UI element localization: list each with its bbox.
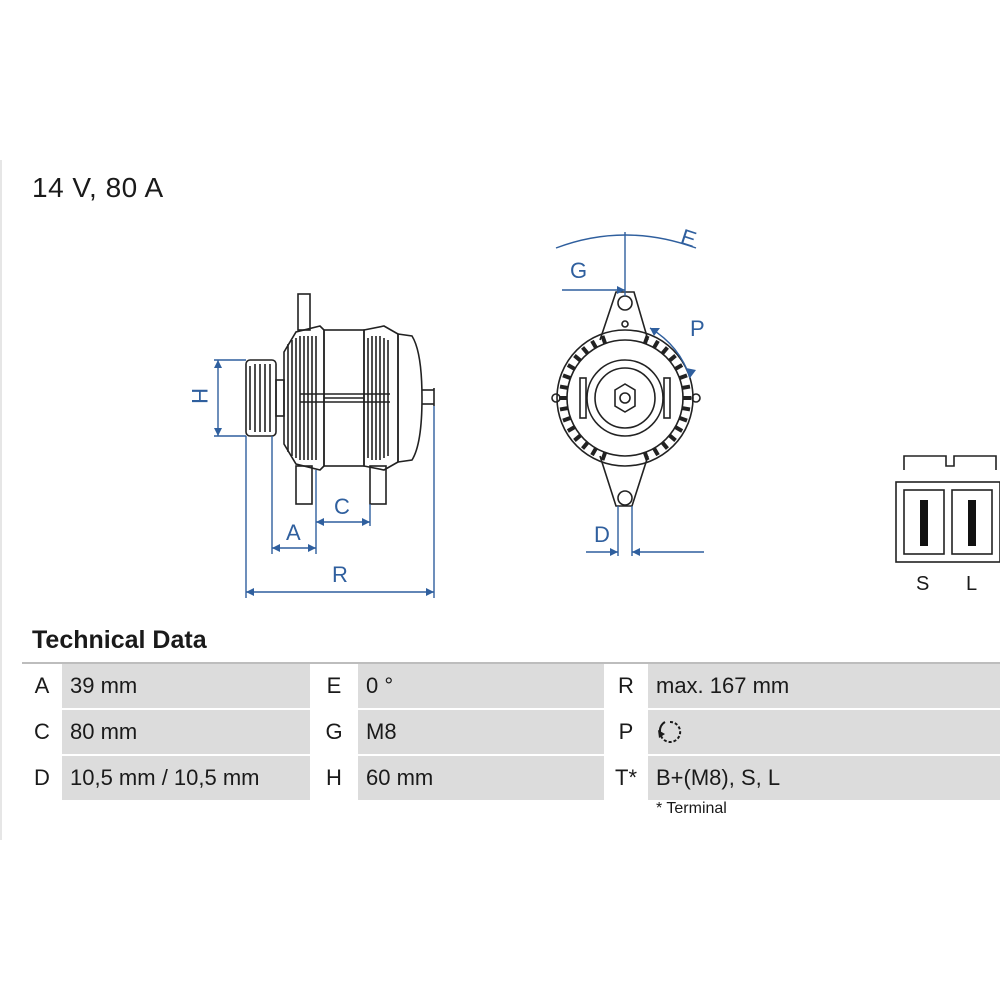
vent-slot <box>668 433 677 442</box>
spec-key: G <box>310 710 358 754</box>
spec-key: P <box>604 710 648 754</box>
spec-value: 60 mm <box>358 756 604 800</box>
vent-slot <box>600 451 608 461</box>
vent-slot <box>581 441 590 450</box>
spec-value-rotation <box>648 710 1000 754</box>
dimension-label-e: E <box>678 224 700 252</box>
vent-slot <box>573 354 582 363</box>
side-view-dimensions <box>214 359 435 598</box>
technical-data-table: A 39 mm E 0 ° R max. 167 mm C 80 mm G M8… <box>22 662 1000 802</box>
vent-slot <box>668 354 677 363</box>
terminal-s-pin <box>920 500 928 546</box>
vent-slot <box>562 373 572 381</box>
table-row: A 39 mm E 0 ° R max. 167 mm <box>22 664 1000 710</box>
vent-slot <box>652 447 660 457</box>
spec-key: C <box>22 710 62 754</box>
alternator-side-view <box>245 293 435 505</box>
vent-slot <box>678 415 688 423</box>
terminal-footnote: * Terminal <box>656 800 727 817</box>
vent-slot <box>590 447 598 457</box>
spec-key: H <box>310 756 358 800</box>
vent-slot <box>652 339 660 349</box>
dimension-label-r: R <box>332 562 348 587</box>
spec-key: A <box>22 664 62 708</box>
pulley <box>245 359 285 437</box>
dimension-label-p: P <box>690 316 705 341</box>
front-view-vent-slots <box>559 335 691 461</box>
spec-value: 80 mm <box>62 710 310 754</box>
spec-key: T* <box>604 756 648 800</box>
spec-value: 0 ° <box>358 664 604 708</box>
vent-slot <box>559 384 569 390</box>
alternator-technical-drawing: H A C R <box>187 224 1000 598</box>
terminal-connector <box>895 455 1000 563</box>
table-row: D 10,5 mm / 10,5 mm H 60 mm T* B+(M8), S… <box>22 756 1000 802</box>
vent-slot <box>660 441 669 450</box>
vent-slot <box>681 406 691 412</box>
spec-key: E <box>310 664 358 708</box>
spec-value: B+(M8), S, L <box>648 756 1000 800</box>
vent-slot <box>581 346 590 355</box>
dimension-label-a: A <box>286 520 301 545</box>
clockwise-rotation-icon <box>658 720 682 743</box>
spec-value: 10,5 mm / 10,5 mm <box>62 756 310 800</box>
dimension-label-c: C <box>334 494 350 519</box>
vent-slot <box>660 346 669 355</box>
vent-slot <box>642 451 650 461</box>
vent-slot <box>642 335 650 345</box>
spec-key: D <box>22 756 62 800</box>
vent-slot <box>678 373 688 381</box>
dimension-label-h: H <box>187 388 212 404</box>
technical-data-title: Technical Data <box>32 626 207 654</box>
vent-slot <box>681 384 691 390</box>
vent-slot <box>573 433 582 442</box>
vent-slot <box>674 363 684 371</box>
terminal-label-s: S <box>916 573 929 595</box>
spec-value: max. 167 mm <box>648 664 1000 708</box>
terminal-label-l: L <box>966 573 977 595</box>
vent-slot <box>562 415 572 423</box>
vent-slot <box>600 335 608 345</box>
vent-slot <box>674 425 684 433</box>
dimension-label-g: G <box>570 258 587 283</box>
vent-slot <box>559 396 567 400</box>
left-border <box>0 160 2 840</box>
vent-slot <box>566 425 576 433</box>
table-row: C 80 mm G M8 P <box>22 710 1000 756</box>
dimension-label-d: D <box>594 522 610 547</box>
spec-value: M8 <box>358 710 604 754</box>
spec-key: R <box>604 664 648 708</box>
vent-slot <box>559 406 569 412</box>
terminal-l-pin <box>968 500 976 546</box>
vent-slot <box>566 363 576 371</box>
vent-slot <box>683 396 691 400</box>
alternator-front-view <box>551 291 701 507</box>
spec-value: 39 mm <box>62 664 310 708</box>
vent-slot <box>590 339 598 349</box>
product-rating-heading: 14 V, 80 A <box>32 172 164 203</box>
